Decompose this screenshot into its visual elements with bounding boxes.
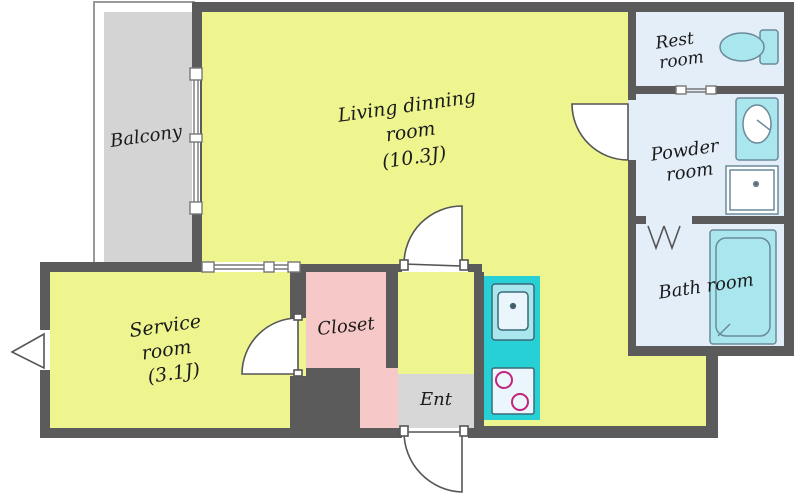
entrance-label: Ent: [419, 389, 453, 410]
balcony-floor: [104, 12, 192, 262]
powder-bath-wall: [636, 216, 784, 224]
balcony-window: [189, 67, 203, 215]
corridor-floor: [398, 272, 474, 374]
service-side-window-opening: [40, 330, 50, 370]
kitchen-counter-edge: [480, 272, 484, 428]
bathtub-icon: [709, 229, 777, 345]
rest-room-door-opening: [676, 86, 716, 94]
entrance-floor: [398, 374, 474, 428]
service-side-window: [10, 332, 45, 370]
washing-machine-pan-icon: [725, 165, 779, 215]
bath-folding-door: [647, 225, 681, 251]
closet-shelf: [360, 376, 398, 428]
service-room-door: [241, 313, 303, 377]
corridor-door-opening: [402, 262, 468, 272]
service-window: [201, 261, 301, 273]
corridor-door: [399, 205, 469, 271]
entrance-door: [399, 425, 469, 493]
toilet-icon: [719, 29, 779, 65]
sink-icon: [491, 283, 535, 341]
rest-room-label: Rest room: [653, 28, 705, 73]
service-window-opening: [202, 262, 300, 272]
washbasin-icon: [735, 97, 779, 161]
closet-inner-wall: [352, 368, 360, 428]
rest-room-window: [675, 85, 717, 95]
powder-door-opening: [628, 100, 636, 160]
living-door: [571, 103, 629, 161]
bath-door-opening: [646, 216, 692, 224]
stove-icon: [491, 367, 535, 415]
